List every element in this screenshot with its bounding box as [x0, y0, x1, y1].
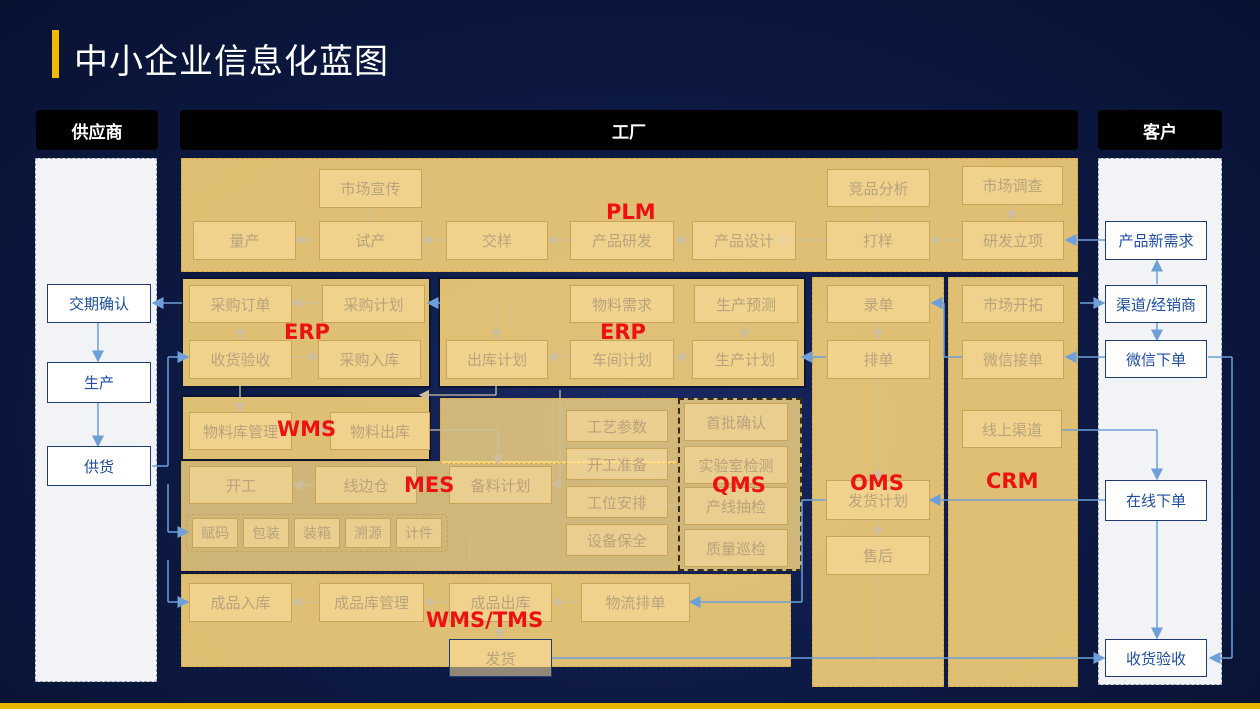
- wechat-order-box: 微信下单: [1105, 340, 1207, 378]
- supplier-header: 供应商: [36, 110, 158, 150]
- erp-label-production: ERP: [600, 320, 646, 344]
- erp-label-purchase: ERP: [284, 320, 330, 344]
- online-order-box: 在线下单: [1105, 480, 1207, 521]
- line-sampling-box: 产线抽检: [684, 487, 788, 525]
- supplier-panel: [35, 158, 157, 682]
- purchase-in-box: 采购入库: [318, 340, 421, 379]
- production-box: 生产: [47, 362, 151, 403]
- process-param-box: 工艺参数: [566, 410, 668, 442]
- delivery-confirm-box: 交期确认: [47, 284, 151, 323]
- customer-header: 客户: [1098, 110, 1222, 150]
- deliver-box: 发货: [449, 639, 552, 677]
- lab-test-box: 实验室检测: [684, 446, 788, 484]
- equip-maint-box: 设备保全: [566, 524, 668, 556]
- fg-in-box: 成品入库: [189, 583, 292, 622]
- supply-box: 供货: [47, 446, 151, 486]
- logistics-box: 物流排单: [581, 583, 690, 622]
- process-chain: [186, 514, 448, 552]
- online-channel-box: 线上渠道: [962, 410, 1062, 448]
- market-promo-box: 市场宣传: [319, 169, 422, 208]
- trial-production-box: 试产: [319, 221, 422, 260]
- production-forecast-box: 生产预测: [694, 285, 798, 323]
- workshop-plan-box: 车间计划: [570, 340, 674, 379]
- station-box: 工位安排: [566, 486, 668, 518]
- title-accent-bar: [52, 30, 59, 78]
- material-out-box: 物料出库: [330, 412, 430, 450]
- customer-receipt-box: 收货验收: [1105, 639, 1207, 677]
- purchase-order-box: 采购订单: [189, 285, 292, 323]
- outbound-plan-box: 出库计划: [446, 340, 548, 379]
- market-research-box: 市场调查: [962, 166, 1063, 205]
- first-batch-box: 首批确认: [684, 403, 788, 441]
- wms-label: WMS: [277, 417, 337, 441]
- competitor-box: 竞品分析: [827, 169, 930, 207]
- mes-label: MES: [404, 473, 455, 497]
- crm-label: CRM: [986, 469, 1039, 493]
- order-entry-box: 录单: [827, 285, 930, 323]
- fg-out-box: 成品出库: [449, 583, 552, 622]
- after-sales-box: 售后: [826, 536, 930, 575]
- start-prep-box: 开工准备: [566, 448, 668, 480]
- product-design-box: 产品设计: [692, 221, 796, 260]
- plm-label: PLM: [606, 200, 656, 224]
- chain-code: 赋码: [192, 518, 238, 548]
- wmstms-label: WMS/TMS: [426, 608, 544, 632]
- page-title: 中小企业信息化蓝图: [74, 42, 389, 82]
- chain-pack: 包装: [243, 518, 289, 548]
- chain-box: 装箱: [294, 518, 340, 548]
- purchase-plan-box: 采购计划: [322, 285, 425, 323]
- receive-check-box: 收货验收: [189, 340, 292, 379]
- channel-dealer-box: 渠道/经销商: [1105, 285, 1207, 323]
- material-plan-box: 备料计划: [449, 466, 552, 504]
- start-work-box: 开工: [189, 466, 293, 504]
- wechat-receive-box: 微信接单: [962, 340, 1064, 379]
- line-store-box: 线边仓: [315, 466, 417, 504]
- material-demand-box: 物料需求: [570, 285, 674, 323]
- bottom-accent-line: [0, 703, 1260, 709]
- shipping-plan-box: 发货计划: [826, 480, 930, 520]
- project-setup-box: 研发立项: [962, 221, 1064, 260]
- product-rnd-box: 产品研发: [570, 221, 674, 260]
- new-demand-box: 产品新需求: [1105, 221, 1207, 260]
- order-schedule-box: 排单: [827, 340, 930, 379]
- sample-delivery-box: 交样: [446, 221, 548, 260]
- qms-label: QMS: [712, 473, 766, 497]
- mass-production-box: 量产: [193, 221, 296, 260]
- quality-patrol-box: 质量巡检: [684, 529, 788, 567]
- fg-store-box: 成品库管理: [319, 583, 424, 622]
- production-plan-box: 生产计划: [692, 340, 798, 379]
- market-expand-box: 市场开拓: [962, 285, 1064, 323]
- proto-box: 打样: [826, 221, 930, 260]
- chain-trace: 溯源: [345, 518, 391, 548]
- factory-header: 工厂: [180, 110, 1078, 150]
- chain-count: 计件: [396, 518, 442, 548]
- material-store-box: 物料库管理: [189, 412, 292, 450]
- oms-label: OMS: [850, 471, 904, 495]
